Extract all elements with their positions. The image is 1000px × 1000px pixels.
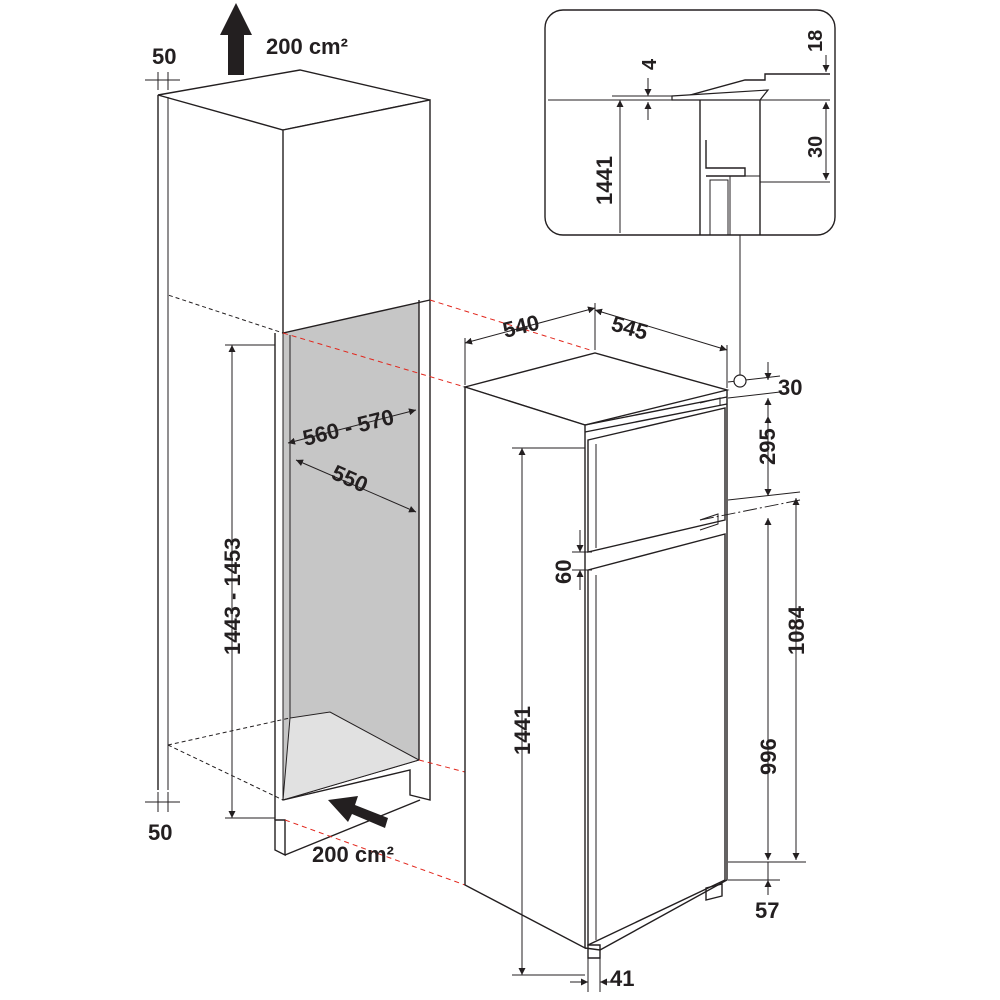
- dim-fridge-depth: 545: [609, 311, 651, 345]
- fridge: [462, 352, 730, 959]
- detail-callout-marker: [733, 374, 747, 388]
- cabinet: [157, 69, 431, 857]
- cabinet-upper-front: [282, 99, 431, 334]
- dim-top-gap: 50: [152, 44, 176, 69]
- vent-bottom: 200 cm²: [312, 796, 394, 867]
- dim-bottom-gap: 50: [148, 820, 172, 845]
- detail-frame: [544, 9, 836, 236]
- dim-top-gap-fridge: 30: [778, 375, 802, 400]
- fridge-side: [464, 386, 586, 950]
- detail-dim-bracket: 30: [805, 136, 827, 158]
- vent-bottom-area: 200 cm²: [312, 842, 394, 867]
- vent-top: 200 cm²: [220, 3, 348, 75]
- dim-freezer-door: 295: [755, 428, 780, 465]
- dim-hinge-height: 1084: [784, 605, 809, 655]
- niche-floor: [282, 711, 421, 801]
- detail-dim-gap: 4: [639, 58, 661, 70]
- dim-fridge-height: 1441: [510, 706, 535, 755]
- fridge-door: [587, 533, 726, 947]
- vent-top-arrow-icon: [220, 3, 252, 75]
- detail-inset: 4 18 30 1441: [544, 9, 836, 388]
- dim-door-gap: 60: [551, 560, 576, 584]
- freezer-door: [587, 407, 726, 553]
- vent-top-area: 200 cm²: [266, 34, 348, 59]
- dim-foot: 41: [610, 966, 634, 991]
- detail-dim-rail: 18: [805, 30, 827, 52]
- detail-dim-height: 1441: [592, 156, 617, 205]
- vent-bottom-arrow-icon: [328, 796, 388, 828]
- fridge-dimensions: 540 545 1441 30 295 60 1084 9: [464, 303, 809, 992]
- dim-fridge-door: 996: [756, 738, 781, 775]
- dim-niche-height: 1443 - 1453: [220, 538, 245, 655]
- dim-fridge-width: 540: [500, 310, 542, 343]
- detail-rail: [671, 89, 770, 101]
- dim-bottom-offset: 57: [755, 898, 779, 923]
